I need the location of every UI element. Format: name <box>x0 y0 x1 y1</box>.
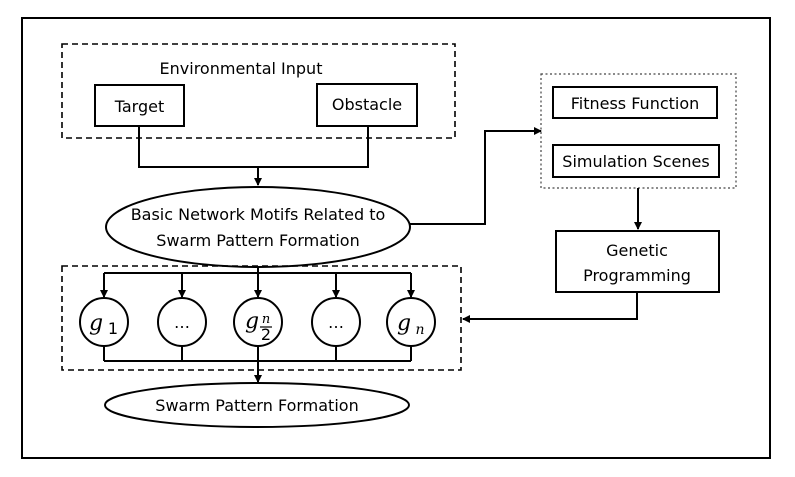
gene-g1-subscript: 1 <box>108 319 118 338</box>
gene-gmid-symbol: g <box>245 309 259 334</box>
network-motifs-line1: Basic Network Motifs Related to <box>131 205 386 224</box>
obstacle-label: Obstacle <box>332 95 402 114</box>
swarm-pattern-formation-label: Swarm Pattern Formation <box>155 396 358 415</box>
genetic-programming-line1: Genetic <box>606 241 668 260</box>
outer-frame <box>21 17 771 459</box>
fitness-function-label: Fitness Function <box>571 94 700 113</box>
gene-ellipsis-left: … <box>174 313 190 332</box>
gene-ellipsis-right: … <box>328 313 344 332</box>
fitness-function-box <box>552 86 718 119</box>
gene-gn-symbol: g <box>397 311 411 336</box>
simulation-scenes-box <box>552 144 720 178</box>
gene-gmid-numerator: n <box>262 312 270 327</box>
gp-to-genes-arrow <box>462 292 638 323</box>
swarm-pattern-formation-ellipse <box>104 382 410 428</box>
network-motifs-line2: Swarm Pattern Formation <box>156 231 359 250</box>
environmental-input-group <box>61 43 456 139</box>
network-motifs-ellipse <box>105 186 411 268</box>
genetic-programming-line2: Programming <box>583 266 691 285</box>
env-merge-connector <box>138 126 369 168</box>
gene-group <box>61 265 462 371</box>
simulation-scenes-label: Simulation Scenes <box>562 152 709 171</box>
target-label: Target <box>114 97 165 116</box>
gene-gmid-denominator: 2 <box>261 325 271 344</box>
motifs-to-evaluation-arrow <box>410 127 542 225</box>
gene-gn-subscript: n <box>415 322 424 338</box>
gene-node-g1 <box>79 297 129 347</box>
environmental-input-title: Environmental Input <box>160 59 323 78</box>
gene-g1-symbol: g <box>89 311 103 336</box>
